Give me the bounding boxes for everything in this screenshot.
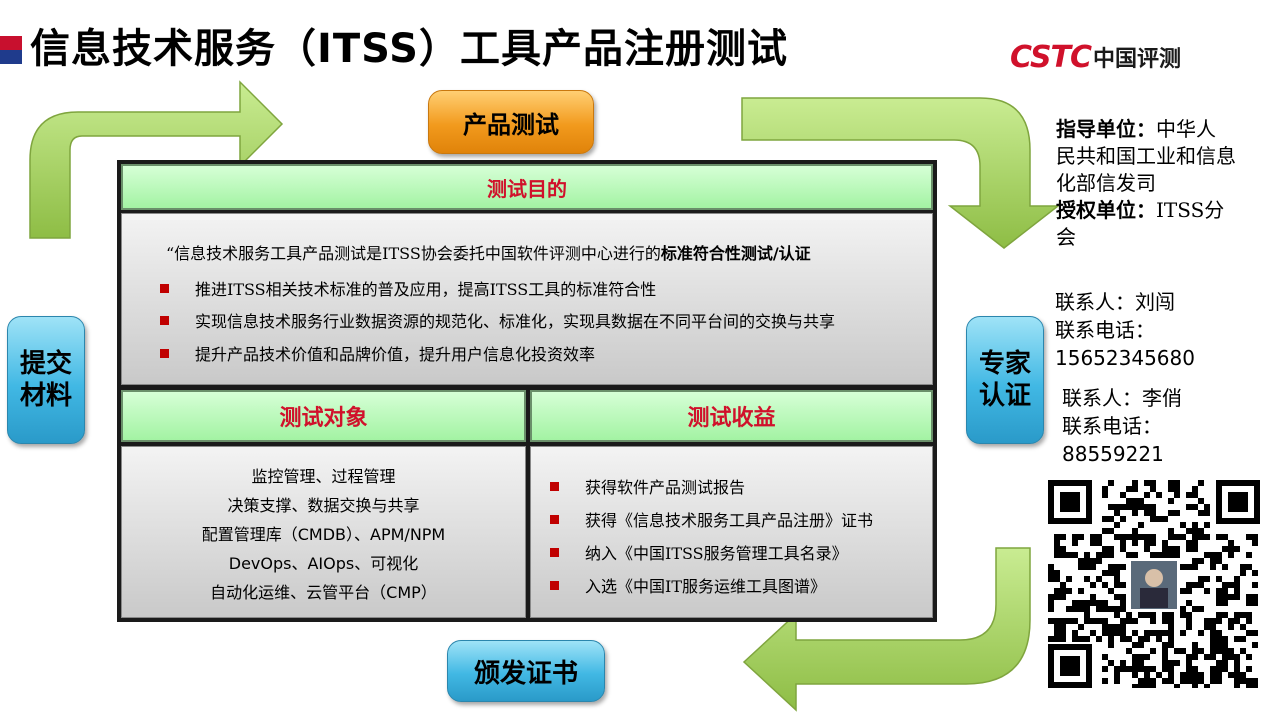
bullet-square-icon xyxy=(550,547,559,557)
contact-1-phone-label: 联系电话： xyxy=(1055,318,1155,342)
purpose-bullet-text: 实现信息技术服务行业数据资源的规范化、标准化，实现具数据在不同平台间的交换与共享 xyxy=(195,312,836,331)
arrow-top-right xyxy=(741,97,1061,249)
issue-cert-button[interactable]: 颁发证书 xyxy=(447,640,605,702)
bullet-square-icon xyxy=(550,481,559,491)
contact-1: 联系人：刘闯 联系电话： 15652345680 xyxy=(1055,288,1195,372)
benefits-bullet: 获得《信息技术服务工具产品注册》证书 xyxy=(550,507,873,531)
guide-value-3: 化部信发司 xyxy=(1056,171,1156,195)
submit-materials-button[interactable]: 提交 材料 xyxy=(7,316,85,444)
submit-materials-label: 提交 材料 xyxy=(19,349,72,411)
logo-name: 中国评测 xyxy=(1093,47,1182,72)
auth-value-1: ITSS分 xyxy=(1156,198,1225,222)
contact-2-name: 联系人：李俏 xyxy=(1062,386,1182,410)
benefits-bullet-text: 获得《信息技术服务工具产品注册》证书 xyxy=(585,511,874,530)
purpose-header: 测试目的 xyxy=(121,164,933,210)
product-test-button[interactable]: 产品测试 xyxy=(428,90,594,154)
arrow-top-left xyxy=(29,80,284,239)
objects-item: 监控管理、过程管理 xyxy=(251,467,396,486)
benefits-bullet-text: 纳入《中国ITSS服务管理工具名录》 xyxy=(585,544,848,563)
page-title: 信息技术服务（ITSS）工具产品注册测试 xyxy=(30,26,788,72)
purpose-panel xyxy=(121,213,933,385)
guide-value-2: 民共和国工业和信息 xyxy=(1056,144,1236,168)
purpose-bullet-text: 提升产品技术价值和品牌价值，提升用户信息化投资效率 xyxy=(195,345,596,364)
purpose-quote-bold: 标准符合性测试/认证 xyxy=(660,244,811,263)
purpose-bullet: 实现信息技术服务行业数据资源的规范化、标准化，实现具数据在不同平台间的交换与共享 xyxy=(160,308,835,332)
benefits-bullet-text: 入选《中国IT服务运维工具图谱》 xyxy=(585,577,826,596)
contact-1-phone: 15652345680 xyxy=(1055,346,1195,370)
benefits-bullet-text: 获得软件产品测试报告 xyxy=(585,478,746,497)
expert-cert-button[interactable]: 专家 认证 xyxy=(966,316,1044,444)
logo-brand: CSTC xyxy=(1010,39,1092,75)
purpose-quote: “信息技术服务工具产品测试是ITSS协会委托中国软件评测中心进行的标准符合性测试… xyxy=(166,240,811,264)
bullet-square-icon xyxy=(550,514,559,524)
bullet-square-icon xyxy=(550,580,559,590)
objects-header: 测试对象 xyxy=(121,390,526,442)
benefits-bullet: 获得软件产品测试报告 xyxy=(550,474,745,498)
cstc-logo: CSTC 中国评测 xyxy=(1010,39,1182,75)
guide-unit: 指导单位：中华人 民共和国工业和信息 化部信发司 授权单位：ITSS分 会 xyxy=(1056,116,1276,251)
benefits-panel xyxy=(530,446,933,618)
contact-1-name: 联系人：刘闯 xyxy=(1055,290,1175,314)
bullet-square-icon xyxy=(160,348,169,358)
title-accent-blue xyxy=(0,50,22,64)
benefits-bullet: 入选《中国IT服务运维工具图谱》 xyxy=(550,573,826,597)
guide-label: 指导单位： xyxy=(1056,117,1156,141)
guide-value-1: 中华人 xyxy=(1156,117,1216,141)
auth-label: 授权单位： xyxy=(1056,198,1156,222)
purpose-bullet: 推进ITSS相关技术标准的普及应用，提高ITSS工具的标准符合性 xyxy=(160,276,656,300)
contact-2-phone-label: 联系电话： xyxy=(1062,414,1162,438)
objects-item: DevOps、AIOps、可视化 xyxy=(228,554,419,573)
objects-item: 决策支撑、数据交换与共享 xyxy=(227,496,420,515)
objects-item: 配置管理库（CMDB）、APM/NPM xyxy=(201,525,446,544)
qr-code-icon xyxy=(1048,480,1260,688)
purpose-bullet-text: 推进ITSS相关技术标准的普及应用，提高ITSS工具的标准符合性 xyxy=(195,280,657,299)
bullet-square-icon xyxy=(160,315,169,325)
contact-2-phone: 88559221 xyxy=(1062,442,1164,466)
arrow-bottom-right xyxy=(742,547,1031,712)
title-accent-red xyxy=(0,36,22,50)
contact-2: 联系人：李俏 联系电话： 88559221 xyxy=(1062,384,1182,468)
bullet-square-icon xyxy=(160,283,169,293)
objects-list: 监控管理、过程管理 决策支撑、数据交换与共享 配置管理库（CMDB）、APM/N… xyxy=(121,462,526,607)
auth-value-2: 会 xyxy=(1056,225,1076,249)
benefits-bullet: 纳入《中国ITSS服务管理工具名录》 xyxy=(550,540,848,564)
purpose-quote-lead: “信息技术服务工具产品测试是ITSS协会委托中国软件评测中心进行的 xyxy=(166,244,661,263)
purpose-bullet: 提升产品技术价值和品牌价值，提升用户信息化投资效率 xyxy=(160,341,595,365)
objects-panel xyxy=(121,446,526,618)
benefits-header: 测试收益 xyxy=(530,390,933,442)
expert-cert-label: 专家 认证 xyxy=(978,349,1031,411)
objects-item: 自动化运维、云管平台（CMP） xyxy=(210,583,437,602)
